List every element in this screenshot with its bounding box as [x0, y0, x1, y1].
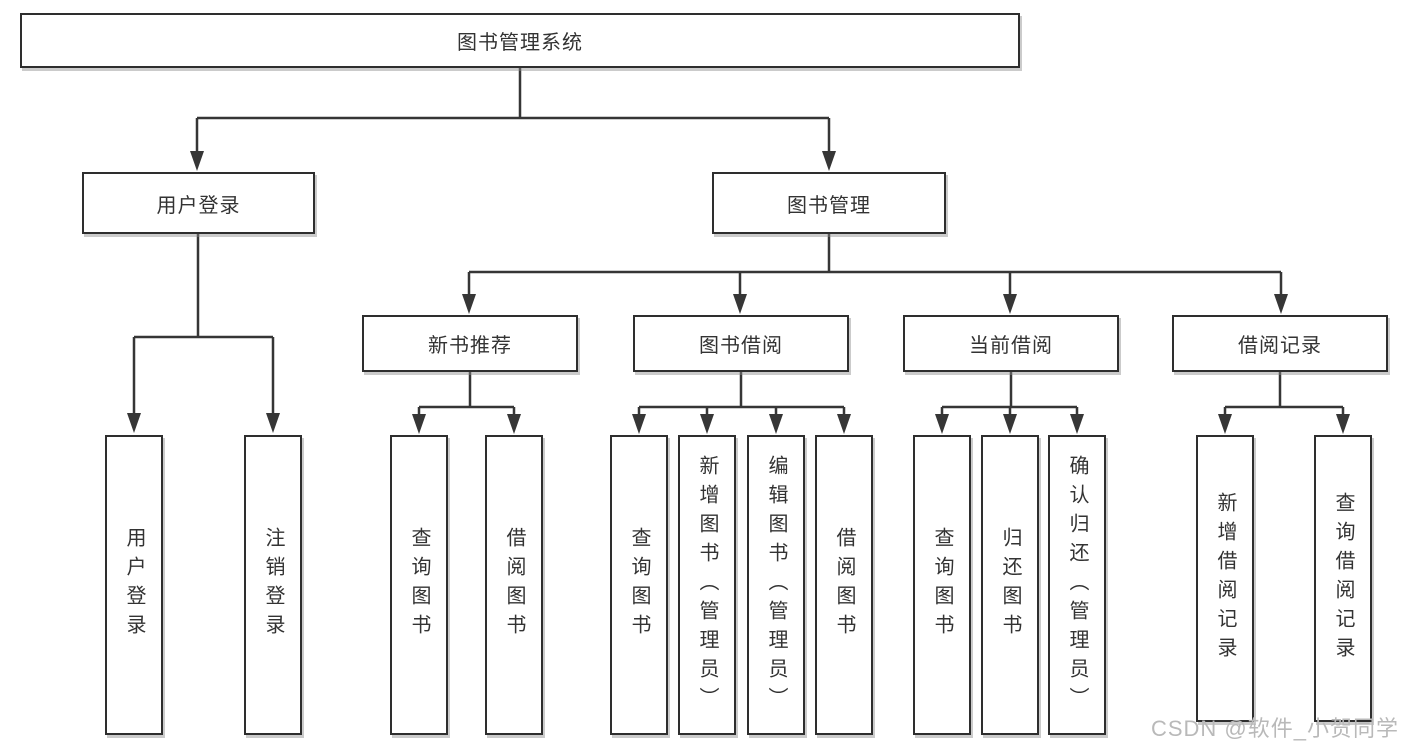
arrow-icon: [462, 294, 476, 314]
arrow-icon: [412, 414, 426, 434]
leaf-user-login: 用户登录: [105, 435, 163, 735]
leaf-borrow-books-recommend: 借阅图书: [485, 435, 543, 735]
node-current-borrow: 当前借阅: [903, 315, 1119, 372]
node-book-borrow-label: 图书借阅: [699, 335, 783, 357]
arrow-icon: [632, 414, 646, 434]
leaf-query-books-borrow: 查询图书: [610, 435, 668, 735]
arrow-icon: [733, 294, 747, 314]
connector-current-borrow: [935, 372, 1084, 434]
arrow-icon: [935, 414, 949, 434]
arrow-icon: [190, 151, 204, 171]
leaf-query-books-borrow-label: 查询图书: [628, 527, 650, 643]
leaf-edit-book-admin: 编辑图书（管理员）: [747, 435, 805, 735]
leaf-query-books-recommend-label: 查询图书: [408, 527, 430, 643]
arrow-icon: [507, 414, 521, 434]
leaf-query-borrow-record-label: 查询借阅记录: [1332, 491, 1354, 666]
node-user-login: 用户登录: [82, 172, 315, 234]
arrow-icon: [1003, 414, 1017, 434]
arrow-icon: [822, 151, 836, 171]
csdn-watermark: CSDN @软件_小贺同学: [1150, 716, 1399, 741]
leaf-query-books-current-label: 查询图书: [931, 527, 953, 643]
node-new-book-recommend-label: 新书推荐: [428, 335, 512, 357]
node-book-management-label: 图书管理: [787, 194, 871, 217]
node-borrow-records: 借阅记录: [1172, 315, 1388, 372]
leaf-borrow-books-recommend-label: 借阅图书: [503, 527, 525, 643]
connector-new-book-recommend: [412, 372, 521, 434]
leaf-return-book: 归还图书: [981, 435, 1039, 735]
arrow-icon: [266, 413, 280, 433]
leaf-confirm-return-admin: 确认归还（管理员）: [1048, 435, 1106, 735]
leaf-logout-label: 注销登录: [262, 527, 284, 643]
connector-root: [190, 68, 836, 171]
leaf-add-book-admin: 新增图书（管理员）: [678, 435, 736, 735]
arrow-icon: [1003, 294, 1017, 314]
node-user-login-label: 用户登录: [156, 194, 241, 217]
leaf-add-borrow-record-label: 新增借阅记录: [1214, 491, 1236, 666]
leaf-logout: 注销登录: [244, 435, 302, 735]
arrow-icon: [700, 414, 714, 434]
connector-borrow-records: [1218, 372, 1350, 434]
node-root-label: 图书管理系统: [457, 32, 583, 54]
leaf-query-books-current: 查询图书: [913, 435, 971, 735]
arrow-icon: [1274, 294, 1288, 314]
node-book-management: 图书管理: [712, 172, 946, 234]
node-root: 图书管理系统: [20, 13, 1020, 68]
leaf-return-book-label: 归还图书: [999, 527, 1021, 643]
connector-book-borrow: [632, 372, 851, 434]
leaf-edit-book-admin-label: 编辑图书（管理员）: [765, 454, 787, 716]
arrow-icon: [1218, 414, 1232, 434]
leaf-borrow-books-label: 借阅图书: [833, 527, 855, 643]
leaf-add-borrow-record: 新增借阅记录: [1196, 435, 1254, 722]
arrow-icon: [127, 413, 141, 433]
arrow-icon: [1070, 414, 1084, 434]
node-new-book-recommend: 新书推荐: [362, 315, 578, 372]
leaf-query-books-recommend: 查询图书: [390, 435, 448, 735]
arrow-icon: [1336, 414, 1350, 434]
leaf-query-borrow-record: 查询借阅记录: [1314, 435, 1372, 722]
leaf-add-book-admin-label: 新增图书（管理员）: [696, 454, 718, 716]
leaf-borrow-books: 借阅图书: [815, 435, 873, 735]
node-borrow-records-label: 借阅记录: [1238, 335, 1322, 357]
connector-book-management: [462, 234, 1288, 314]
connector-user-login: [127, 234, 280, 433]
node-book-borrow: 图书借阅: [633, 315, 849, 372]
node-current-borrow-label: 当前借阅: [969, 335, 1053, 357]
leaf-user-login-label: 用户登录: [123, 527, 145, 643]
leaf-confirm-return-admin-label: 确认归还（管理员）: [1066, 454, 1088, 716]
arrow-icon: [769, 414, 783, 434]
arrow-icon: [837, 414, 851, 434]
